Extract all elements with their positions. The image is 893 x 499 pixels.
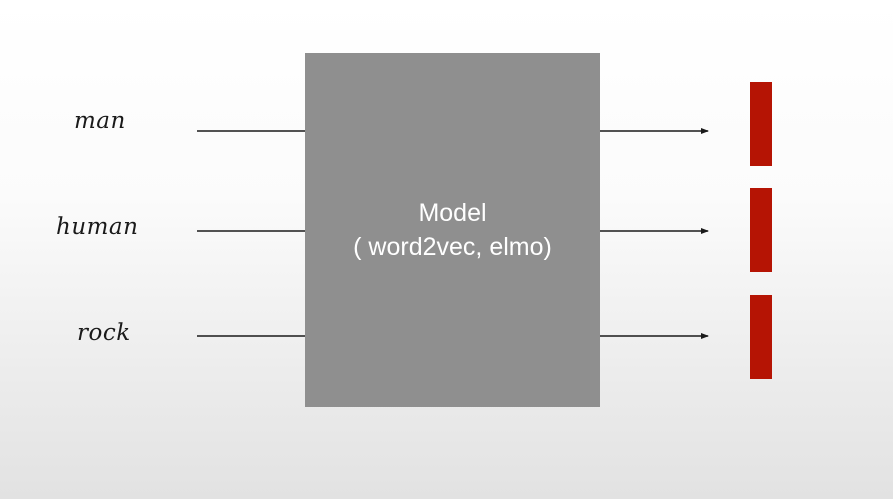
model-title: Model <box>418 199 487 227</box>
output-vector-man <box>750 82 772 166</box>
input-word-man: man <box>74 108 126 134</box>
input-word-rock: rock <box>77 320 131 346</box>
input-word-human: human <box>56 214 139 240</box>
model-box: Model ( word2vec, elmo) <box>305 53 600 407</box>
model-subtitle: ( word2vec, elmo) <box>353 233 552 261</box>
output-vector-human <box>750 188 772 272</box>
output-vector-rock <box>750 295 772 379</box>
